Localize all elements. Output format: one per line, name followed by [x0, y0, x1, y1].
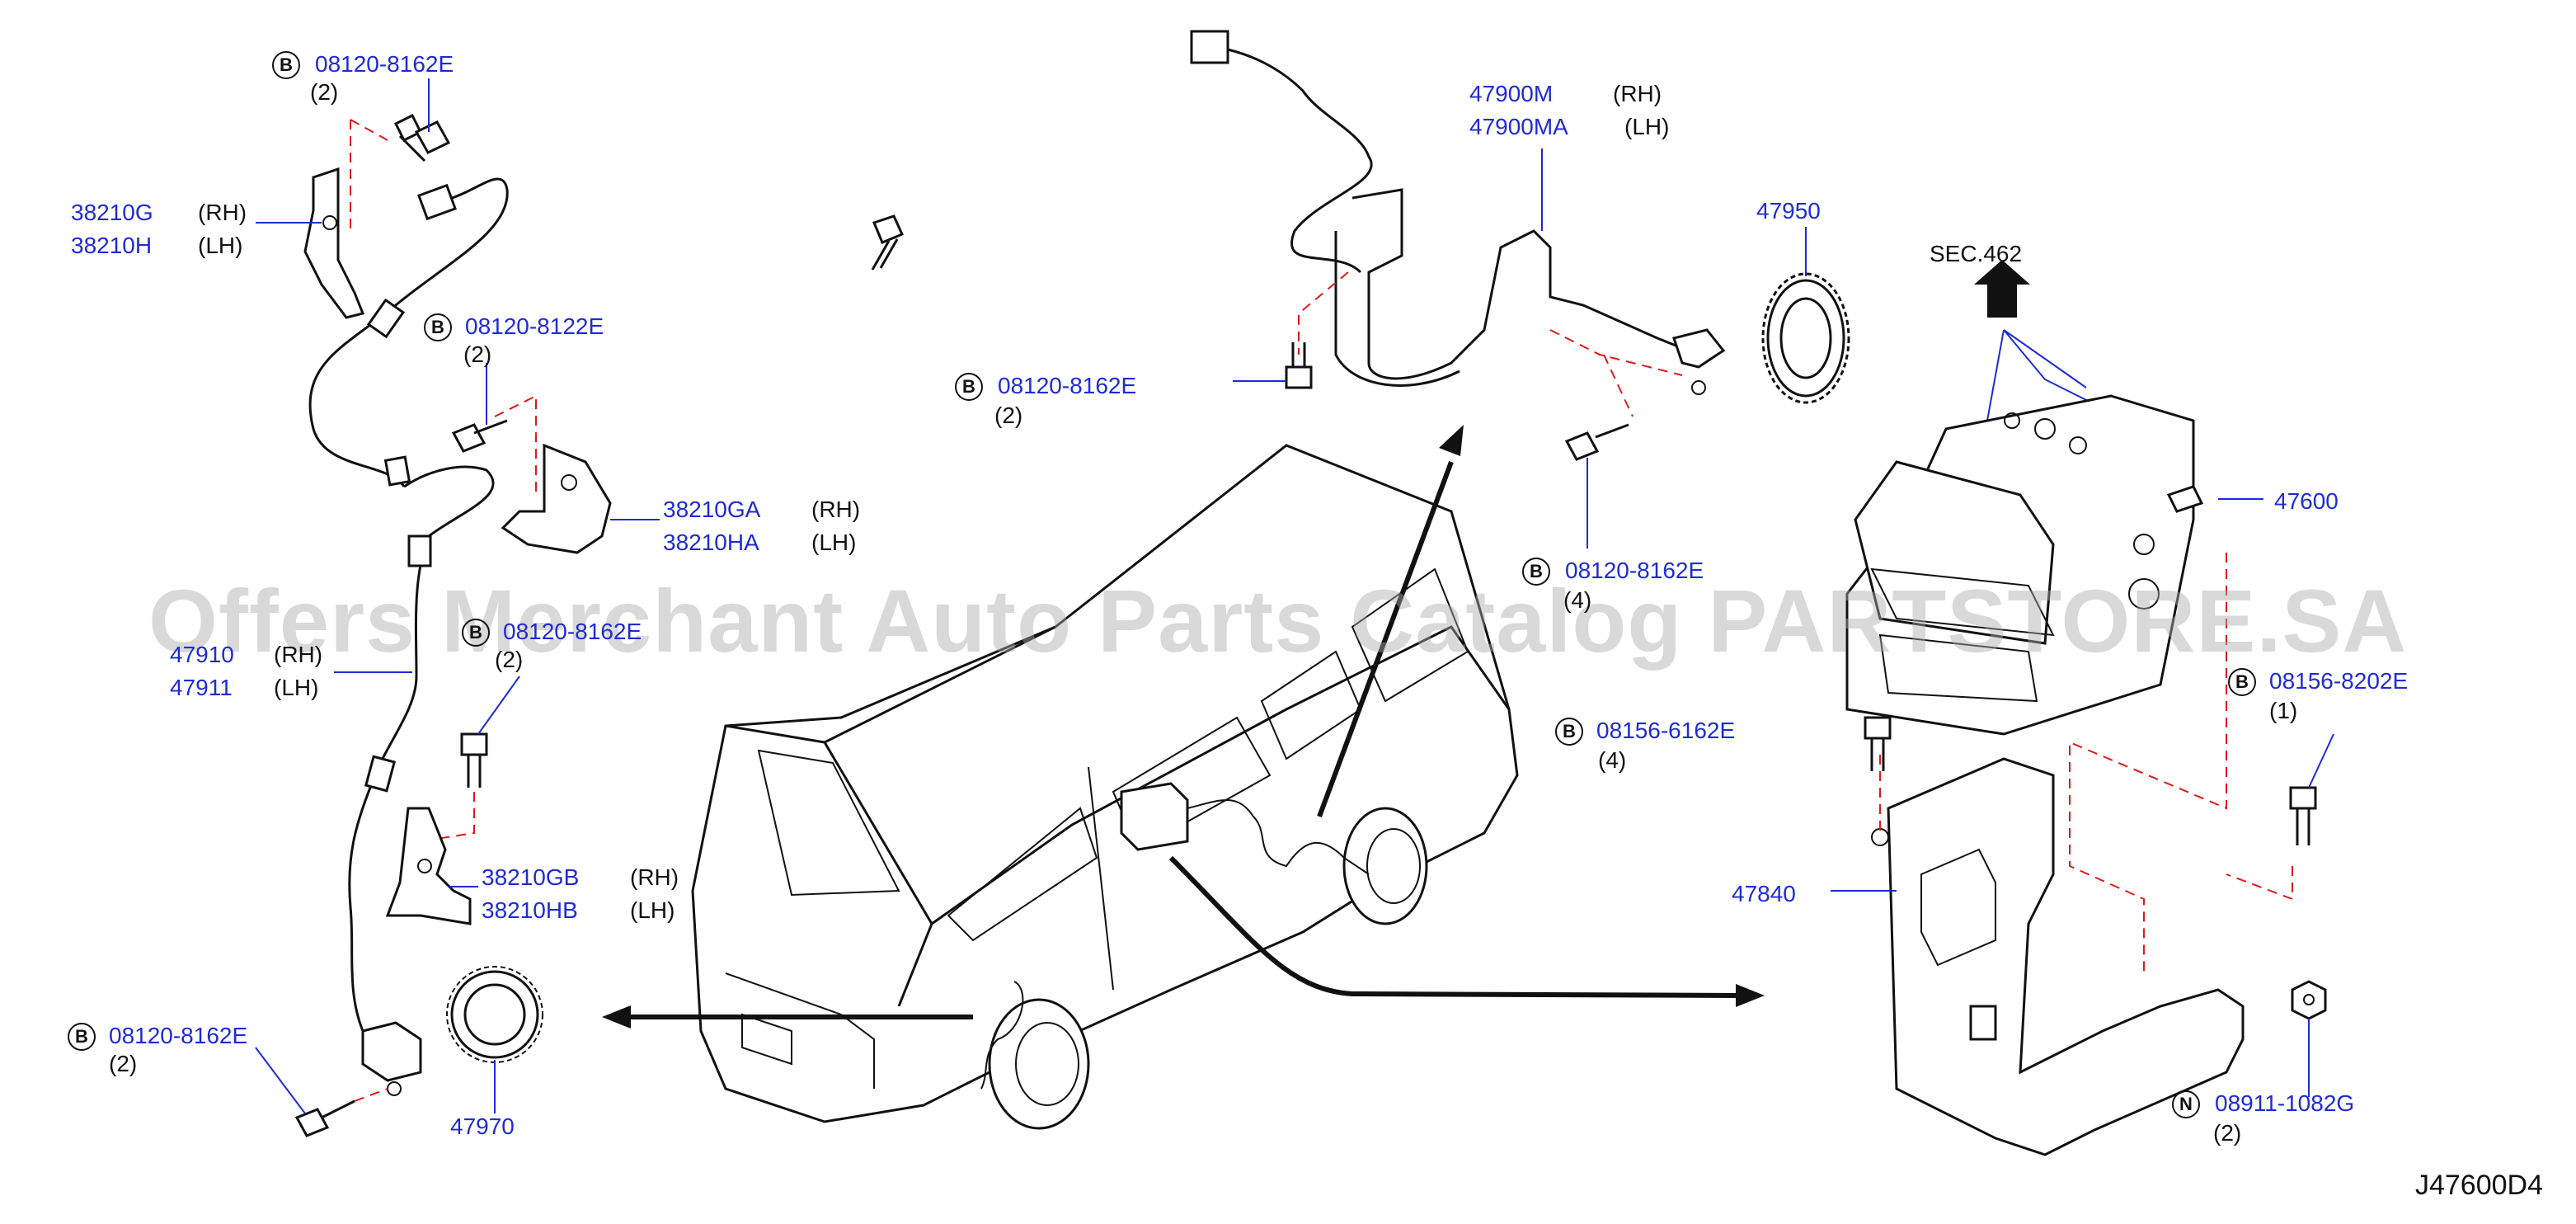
reference-arrows: [602, 425, 1765, 1029]
bracket-38210ga-art: [451, 363, 660, 554]
bolt-left-mid-art: [420, 676, 520, 842]
van-illustration: [691, 444, 1519, 1130]
rotor-47970-art: [446, 966, 543, 1113]
side-label: (LH): [1624, 114, 1670, 139]
part-number[interactable]: 08120-8122E: [465, 313, 604, 339]
quantity: (2): [994, 403, 1023, 428]
part-number[interactable]: 08911-1082G: [2215, 1090, 2355, 1116]
part-number[interactable]: 38210HA: [663, 530, 759, 555]
side-label: (LH): [274, 675, 319, 700]
part-number[interactable]: 47600: [2274, 488, 2339, 514]
side-label: (RH): [198, 200, 247, 225]
part-number[interactable]: 38210H: [71, 233, 153, 258]
badge-nut-08911-1082g: N: [2172, 1090, 2200, 1118]
abs-bracket-art: [1831, 755, 2245, 1156]
quantity: (2): [463, 341, 492, 367]
bolt-right-sensor-art: [1564, 423, 1629, 548]
part-number[interactable]: 38210HB: [482, 897, 578, 923]
part-number[interactable]: 08120-8162E: [998, 373, 1137, 398]
quantity: (2): [109, 1051, 138, 1076]
quantity: (1): [2269, 698, 2298, 723]
side-label: (RH): [274, 642, 323, 667]
part-number[interactable]: 38210G: [71, 200, 153, 225]
bolt-08156-6162e-art: [1864, 716, 1892, 771]
rotor-47950-art: [1761, 227, 1850, 404]
badge-bolt-left-mid: B: [462, 619, 490, 647]
bracket-38210gb-art: [385, 807, 478, 925]
part-number[interactable]: 08120-8162E: [1565, 558, 1704, 583]
part-number[interactable]: 08120-8162E: [503, 619, 642, 644]
bracket-38210g-art: [256, 167, 365, 319]
abs-actuator-art: [1845, 260, 2293, 973]
quantity: (2): [310, 79, 339, 105]
side-label: (RH): [630, 864, 679, 890]
part-number[interactable]: 47911: [170, 675, 233, 700]
bolt-center-art: [1233, 342, 1313, 389]
quantity: (2): [2213, 1120, 2242, 1146]
section-reference[interactable]: SEC.462: [1930, 241, 2023, 266]
badge-bolt-08156-6162e: B: [1555, 718, 1583, 746]
quantity: (2): [495, 647, 524, 672]
part-number[interactable]: 47900MA: [1469, 114, 1568, 139]
side-label: (LH): [198, 233, 243, 258]
watermark: Offers Merchant Auto Parts Catalog PARTS…: [148, 571, 2408, 671]
part-number[interactable]: 38210GB: [482, 864, 580, 890]
part-number[interactable]: 47970: [450, 1113, 515, 1139]
rear-sensor-harness: [308, 177, 509, 1096]
part-number[interactable]: 08120-8162E: [315, 51, 454, 77]
side-label: (LH): [811, 530, 857, 555]
part-number[interactable]: 08156-6162E: [1596, 718, 1736, 743]
side-label: (LH): [630, 897, 675, 923]
part-number[interactable]: 08120-8162E: [109, 1023, 248, 1048]
badge-bolt-bottom-left: B: [68, 1023, 96, 1051]
part-number[interactable]: 47950: [1756, 198, 1821, 224]
loose-bolt-art: [871, 214, 905, 271]
part-number[interactable]: 38210GA: [663, 497, 761, 522]
bolt-08156-8202e-art: [2289, 733, 2334, 845]
badge-bolt-top-left: B: [272, 51, 300, 79]
part-number[interactable]: 08156-8202E: [2269, 668, 2409, 694]
diagram-id: J47600D4: [2414, 1170, 2543, 1201]
side-label: (RH): [1613, 81, 1662, 106]
bolt-bottom-left-art: [255, 1047, 388, 1137]
part-number[interactable]: 47840: [1732, 881, 1796, 906]
quantity: (4): [1598, 747, 1627, 773]
badge-bolt-right-sensor: B: [1522, 558, 1550, 586]
part-number[interactable]: 47900M: [1469, 81, 1554, 106]
badge-bolt-08156-8202e: B: [2228, 668, 2256, 696]
badge-bolt-08120-8122e: B: [424, 313, 452, 341]
badge-bolt-center: B: [955, 373, 983, 401]
side-label: (RH): [811, 497, 861, 522]
bolt-top-left-art: [350, 78, 451, 231]
nut-08911-1082g-art: [2291, 980, 2327, 1097]
part-number[interactable]: 47910: [170, 642, 234, 667]
front-sensor-harness: [1190, 30, 1726, 417]
quantity: (4): [1563, 587, 1592, 613]
